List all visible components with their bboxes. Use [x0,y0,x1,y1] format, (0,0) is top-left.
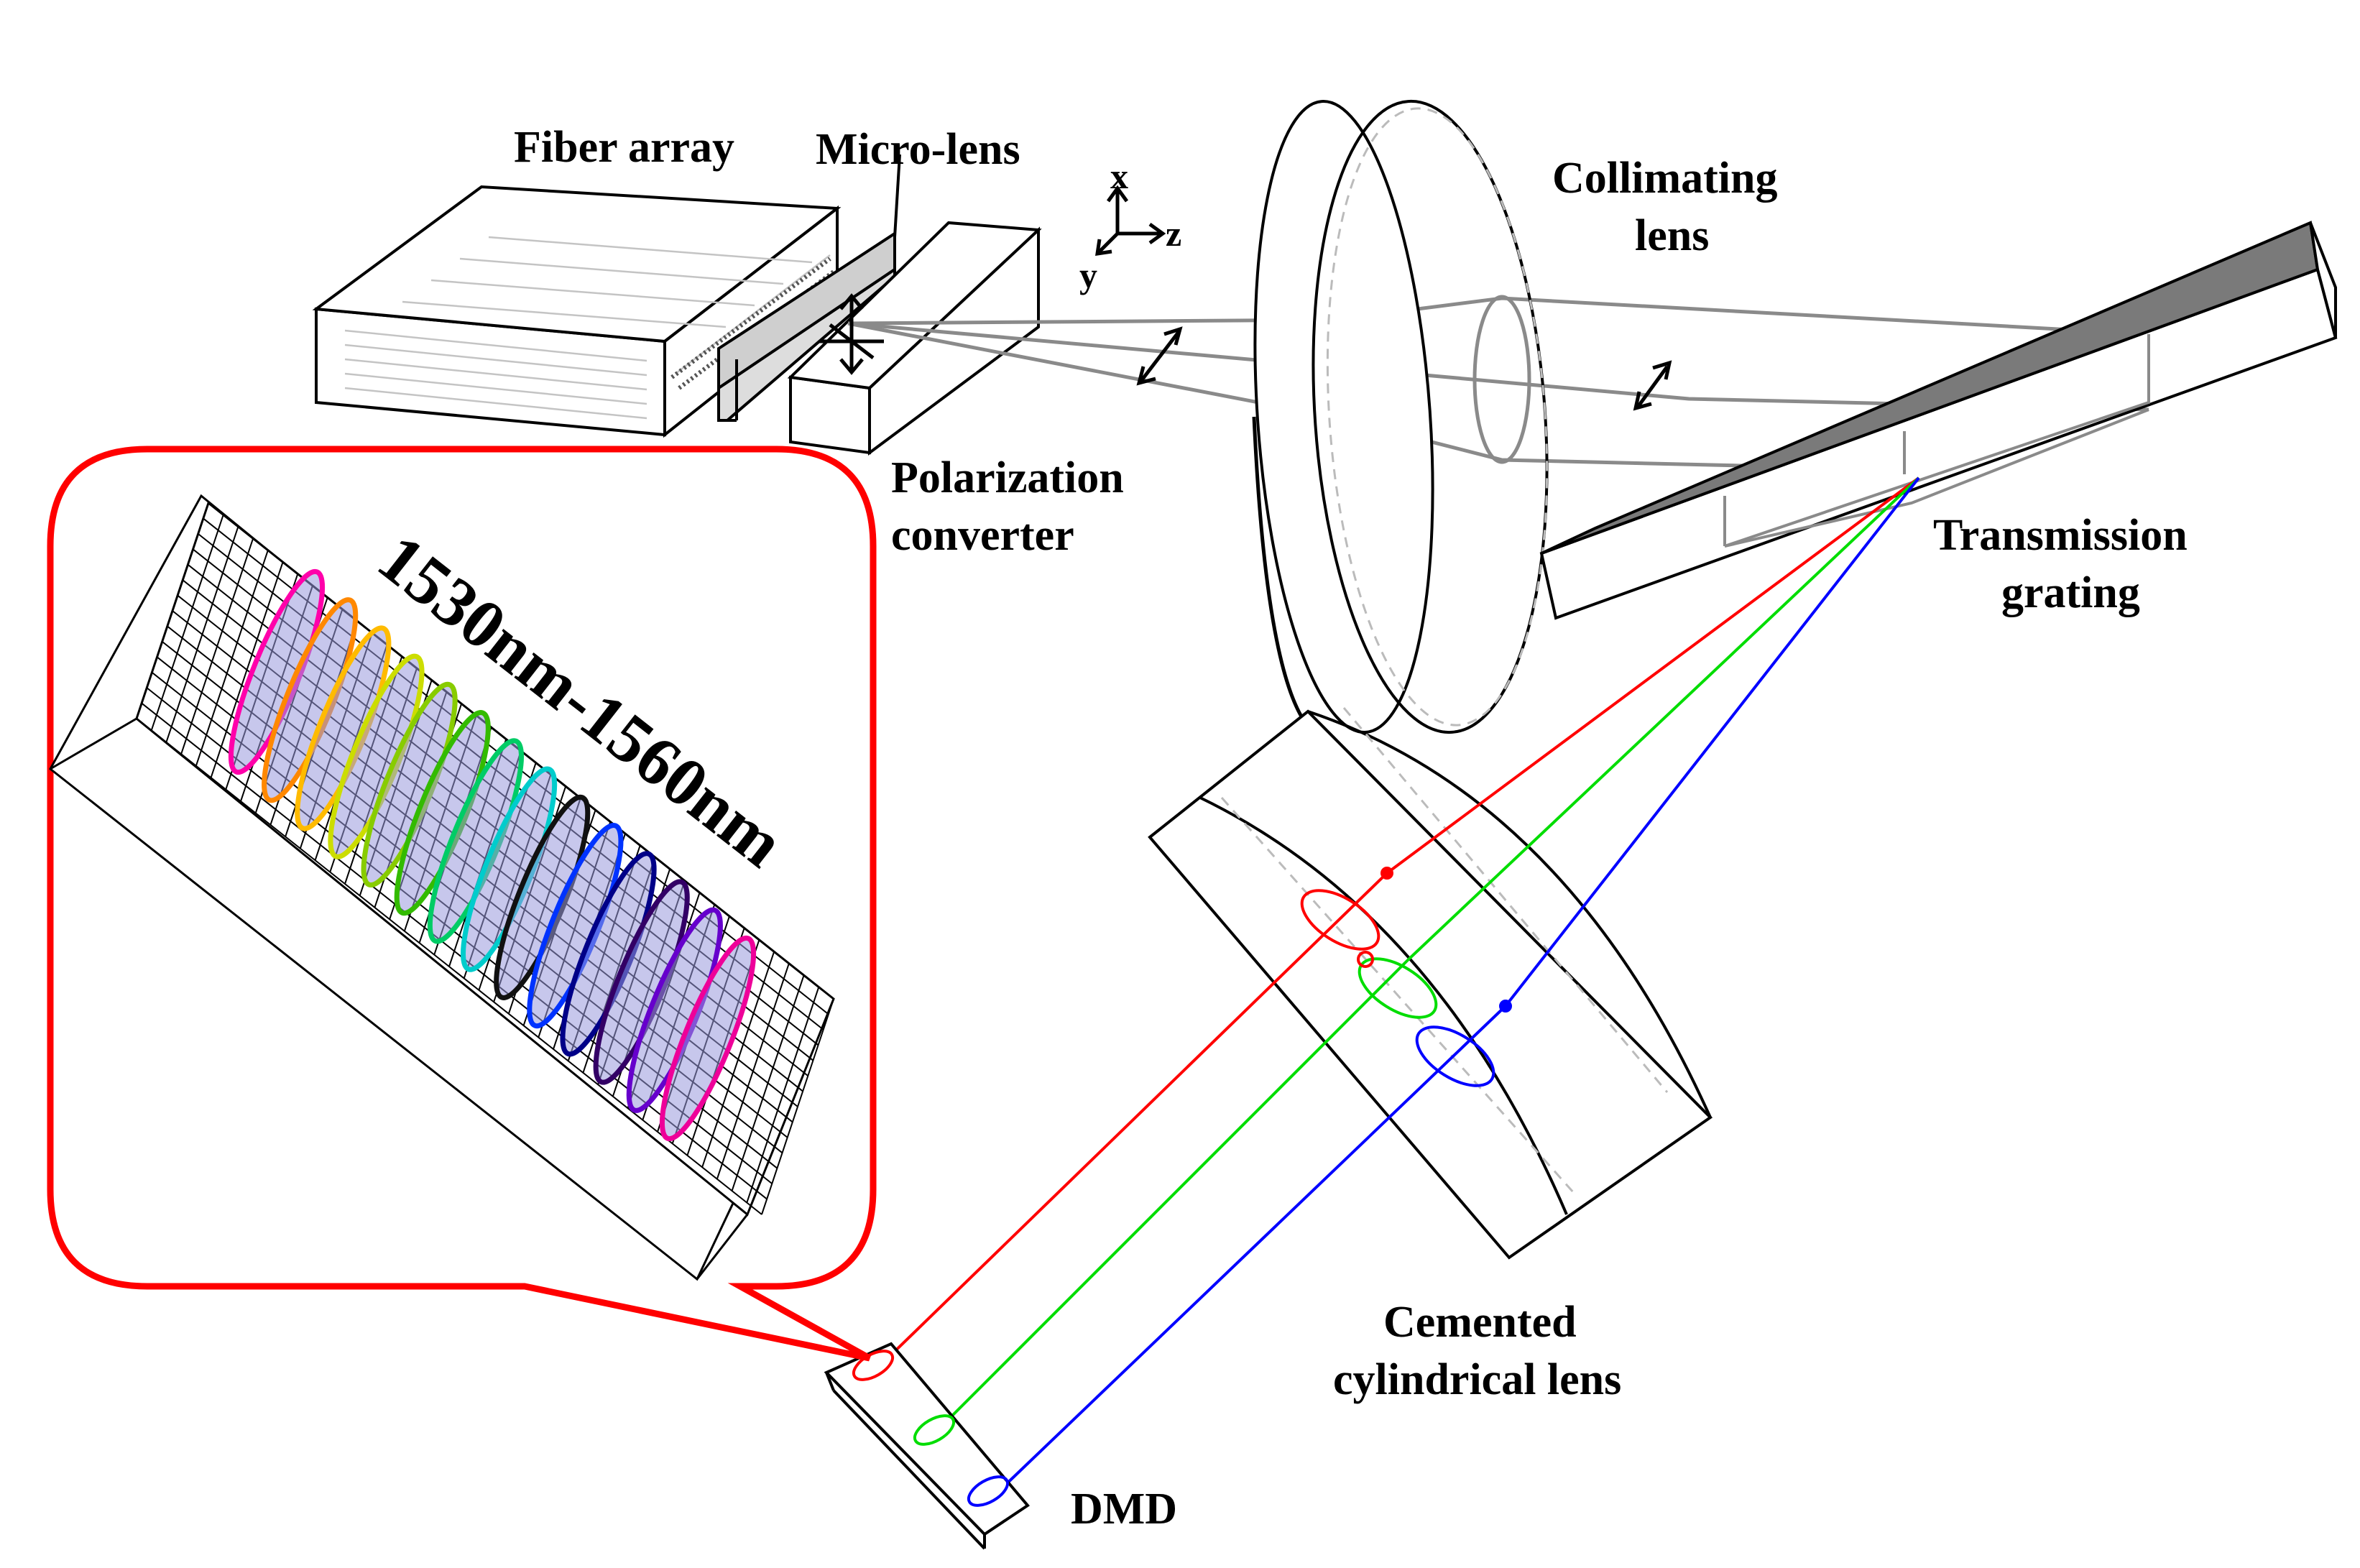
spectral-beams [879,476,1920,1493]
spectral-spot-ellipse [659,935,757,1142]
fiber-array [312,185,842,438]
cemented-lens-label-line1: Cemented [1383,1298,1577,1347]
grid-row-line [136,718,762,1215]
transmission-grating-label-line1: Transmission [1933,511,2188,560]
dmd-label: DMD [1071,1485,1177,1534]
polarization-converter-label-line2: converter [891,511,1074,560]
fiber-array-label: Fiber array [514,123,734,172]
collimating-lens-label-line2: lens [1635,211,1709,260]
dmd [824,1342,1030,1550]
inset-spectral-ellipses [228,568,757,1142]
micro-lens-label: Micro-lens [816,125,1020,174]
collimating-lens [1252,99,1549,742]
cemented-cylindrical-lens [1148,707,1713,1260]
axis-x-label: x [1110,156,1128,196]
polarization-converter-label-line1: Polarization [891,453,1124,502]
axis-y-label: y [1079,255,1097,295]
axis-z-label: z [1166,213,1181,254]
transmission-grating-label-line2: grating [2001,568,2140,617]
cemented-lens-label-line2: cylindrical lens [1333,1355,1621,1404]
collimating-lens-label-line1: Collimating [1552,154,1777,203]
axis-triad [1095,185,1166,256]
transmission-grating [1539,221,2338,620]
polarization-arrows [819,293,1672,411]
